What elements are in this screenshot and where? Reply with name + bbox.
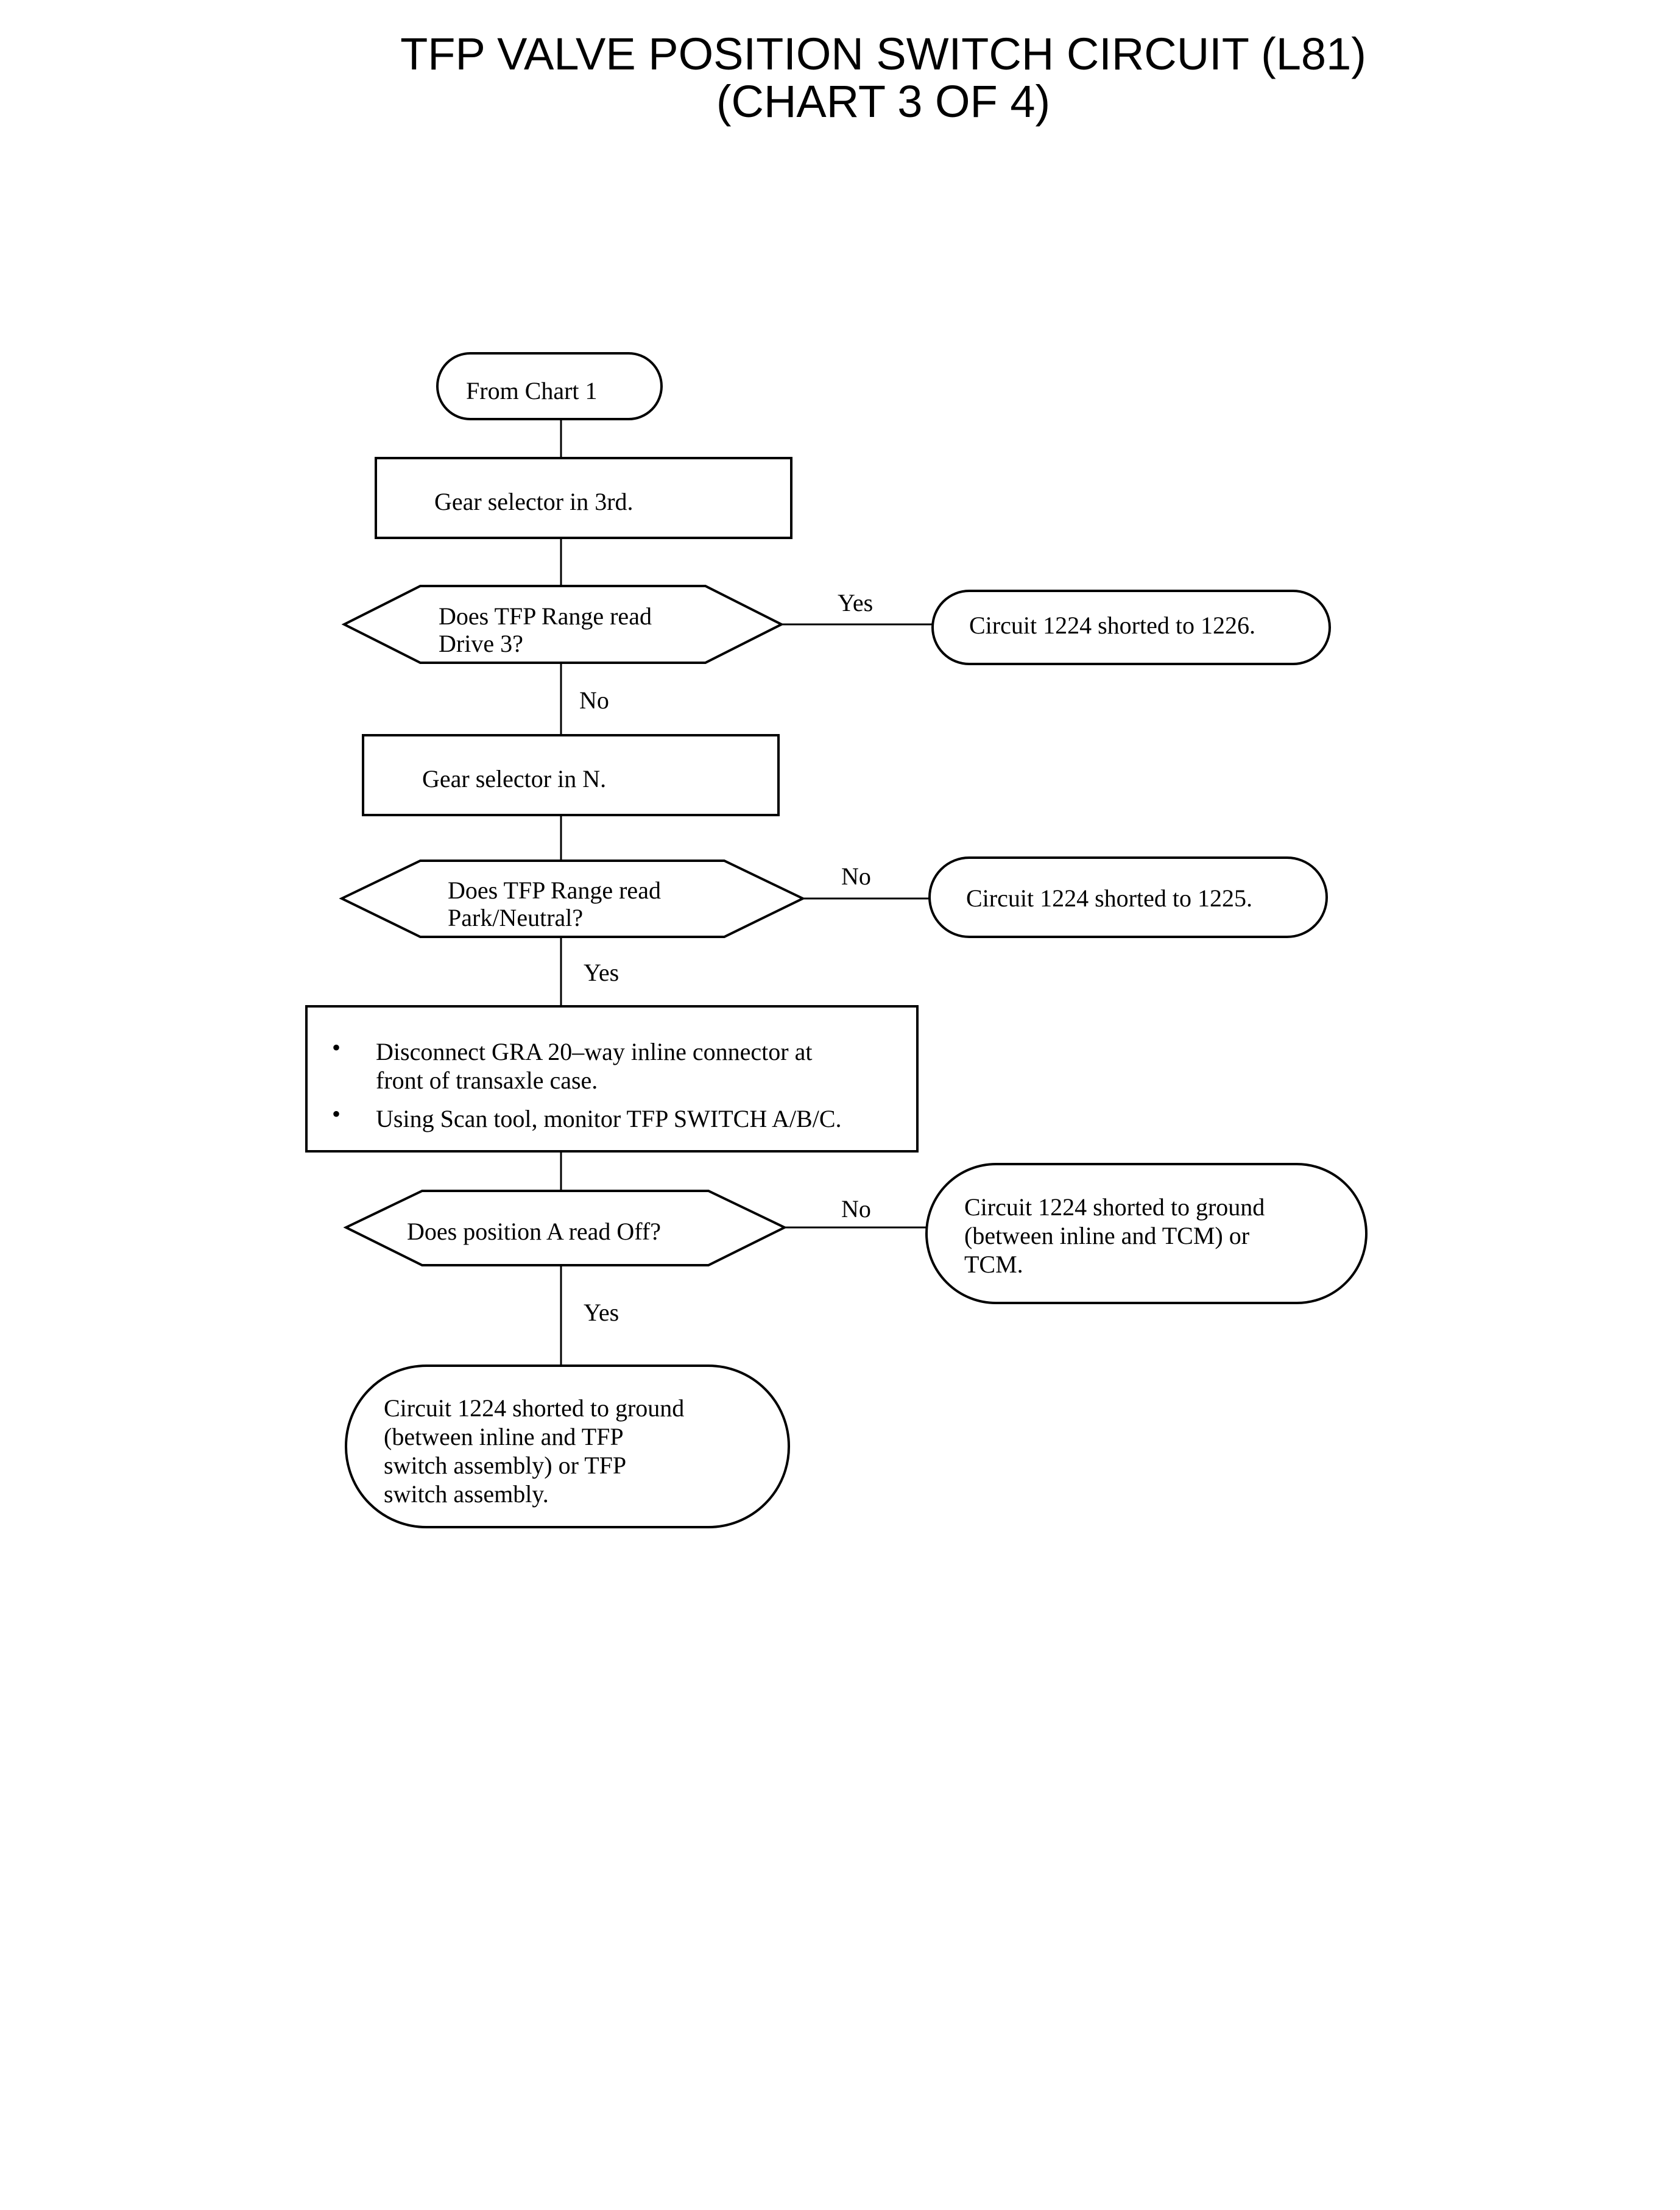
- process-label-gear-n: Gear selector in N.: [422, 765, 606, 793]
- result-shorted-ground-tfp-line2: (between inline and TFP: [384, 1423, 624, 1450]
- result-shorted-1226: [931, 590, 1331, 665]
- process-box-disconnect: [305, 1005, 919, 1153]
- result-shorted-ground-tcm-line1: Circuit 1224 shorted to ground: [964, 1193, 1265, 1221]
- process-box-gear-3rd: [375, 457, 792, 539]
- decision-drive-3: [341, 585, 785, 664]
- result-shorted-1225-label: Circuit 1224 shorted to 1225.: [966, 884, 1252, 912]
- edge-label-no: No: [579, 687, 609, 714]
- decision-park-neutral: [339, 860, 806, 938]
- start-terminator: [436, 352, 663, 420]
- disconnect-step-line1: Disconnect GRA 20–way inline connector a…: [376, 1038, 812, 1065]
- result-shorted-ground-tfp-line1: Circuit 1224 shorted to ground: [384, 1394, 684, 1422]
- result-shorted-ground-tcm: [925, 1163, 1368, 1304]
- result-shorted-1226-label: Circuit 1224 shorted to 1226.: [969, 612, 1255, 639]
- decision-position-a-off-label: Does position A read Off?: [407, 1218, 661, 1245]
- result-shorted-ground-tcm-line3: TCM.: [964, 1251, 1023, 1278]
- result-shorted-ground-tfp-line3: switch assembly) or TFP: [384, 1452, 626, 1479]
- decision-park-neutral-line2: Park/Neutral?: [448, 904, 583, 931]
- edge-label-no: No: [841, 1195, 871, 1223]
- disconnect-step-line2: front of transaxle case.: [376, 1067, 598, 1094]
- edge-label-no: No: [841, 863, 871, 890]
- edge-label-yes: Yes: [584, 1299, 619, 1326]
- result-shorted-ground-tcm-line2: (between inline and TCM) or: [964, 1222, 1249, 1249]
- decision-drive-3-line2: Drive 3?: [439, 630, 523, 657]
- decision-drive-3-line1: Does TFP Range read: [439, 602, 652, 630]
- bullet-icon: •: [332, 1100, 341, 1128]
- edge-label-yes: Yes: [584, 959, 619, 986]
- start-label: From Chart 1: [466, 377, 598, 404]
- result-shorted-ground-tfp: [345, 1364, 790, 1528]
- decision-position-a-off: [343, 1190, 788, 1266]
- process-box-gear-n: [362, 734, 780, 816]
- result-shorted-ground-tfp-line4: switch assembly.: [384, 1480, 549, 1508]
- result-shorted-1225: [928, 856, 1328, 938]
- page-title: TFP VALVE POSITION SWITCH CIRCUIT (L81): [400, 29, 1366, 79]
- decision-park-neutral-line1: Does TFP Range read: [448, 877, 661, 904]
- bullet-icon: •: [332, 1034, 341, 1061]
- edge-label-yes: Yes: [838, 589, 873, 616]
- process-label-gear-3rd: Gear selector in 3rd.: [434, 488, 634, 515]
- page-subtitle: (CHART 3 OF 4): [716, 76, 1051, 127]
- scan-tool-step: Using Scan tool, monitor TFP SWITCH A/B/…: [376, 1105, 842, 1132]
